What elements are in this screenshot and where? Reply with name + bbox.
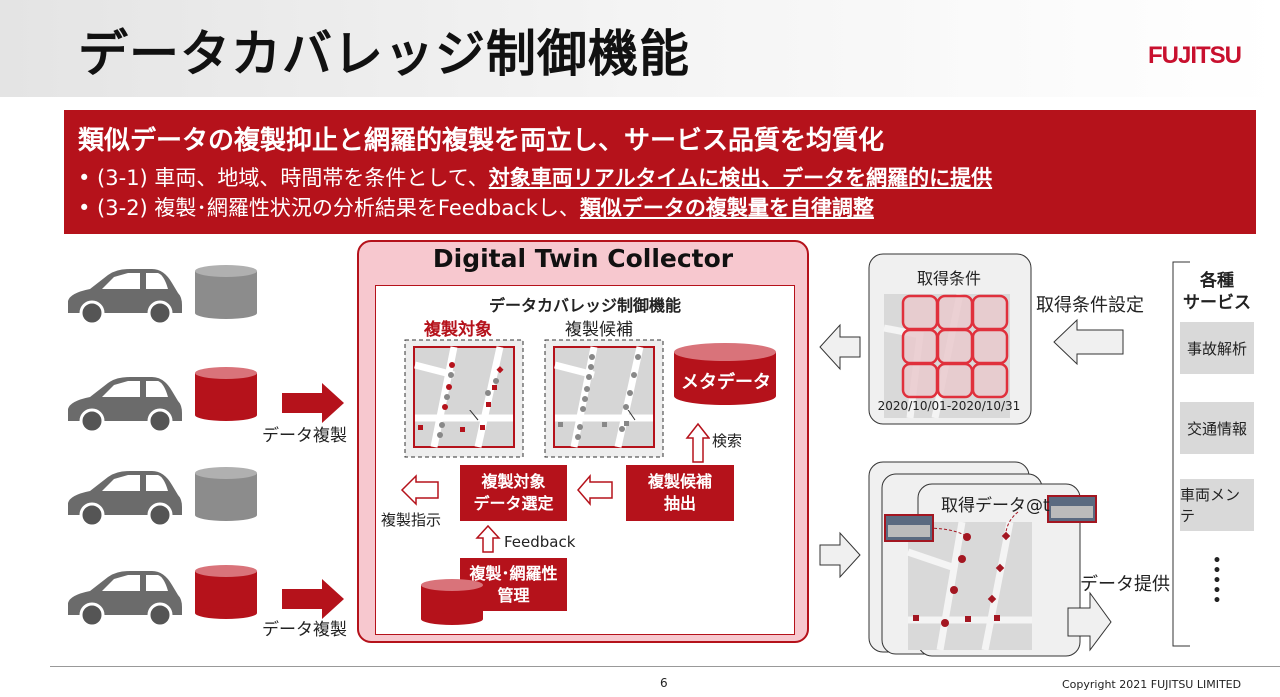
feedback-label: Feedback	[504, 533, 576, 551]
right-diagram	[819, 253, 1190, 657]
dtc-title: Digital Twin Collector	[432, 244, 734, 273]
services-title: 各種	[1200, 271, 1234, 291]
arrow-left-icon	[819, 323, 861, 371]
arrow-left-icon	[1053, 318, 1124, 366]
box-line: 複製･網羅性	[469, 563, 558, 583]
arrow-up-icon	[685, 422, 710, 463]
bullet-text: • (3-2) 複製･網羅性状況の分析結果をFeedbackし、	[78, 196, 580, 220]
services-column: 各種 サービス	[1172, 262, 1262, 314]
footer-divider	[50, 666, 1280, 667]
page-title: データカバレッジ制御機能	[78, 25, 690, 83]
header-band	[0, 0, 1280, 97]
select-target-data-box: 複製対象データ選定	[460, 465, 567, 521]
data-copy-label: データ複製	[262, 426, 347, 446]
conditions-title: 取得条件	[916, 269, 981, 288]
camera-thumbnail-icon	[1047, 495, 1097, 523]
service-vehicle-maintenance: 車両メンテ	[1180, 479, 1254, 531]
box-line: 複製候補	[647, 472, 712, 491]
banner-headline: 類似データの複製抑止と網羅的複製を両立し、サービス品質を均質化	[78, 126, 885, 156]
data-copy-label: データ複製	[262, 620, 347, 640]
target-map	[404, 339, 524, 458]
box-line: 管理	[497, 585, 530, 605]
search-label: 検索	[712, 432, 743, 450]
metadata-label: メタデータ	[681, 372, 771, 393]
arrow-up-icon	[475, 524, 501, 553]
arrow-right-icon	[282, 579, 344, 619]
vehicles-diagram	[66, 265, 344, 628]
target-label: 複製対象	[424, 320, 492, 340]
extract-candidate-box: 複製候補抽出	[626, 465, 734, 521]
more-services-dots: • • • • •	[1212, 553, 1222, 609]
coverage-control-title: データカバレッジ制御機能	[488, 296, 681, 315]
service-traffic-info: 交通情報	[1180, 402, 1254, 454]
map-thumbnails	[404, 339, 664, 458]
arrow-right-icon	[1067, 591, 1112, 652]
bullet-2: • (3-2) 複製･網羅性状況の分析結果をFeedbackし、類似データの複製…	[78, 193, 1242, 223]
copyright: Copyright 2021 FUJITSU LIMITED	[1062, 678, 1242, 691]
arrow-right-icon	[819, 531, 861, 579]
camera-thumbnail-icon	[884, 514, 934, 542]
box-line: 抽出	[663, 494, 696, 513]
storage-icon	[195, 367, 257, 421]
copy-instruction-label: 複製指示	[381, 511, 442, 529]
bullet-text: • (3-1) 車両、地域、時間帯を条件として、	[78, 166, 489, 190]
car-icon	[66, 469, 184, 528]
services-title: サービス	[1183, 293, 1251, 313]
data-provide-label: データ提供	[1080, 574, 1170, 595]
fujitsu-logo: FUJITSU	[1148, 42, 1242, 69]
car-icon	[66, 375, 184, 434]
metadata-db-icon	[674, 343, 776, 405]
bullet-1: • (3-1) 車両、地域、時間帯を条件として、対象車両リアルタイムに検出、デー…	[78, 163, 1242, 193]
bullet-emphasis: 類似データの複製量を自律調整	[579, 196, 874, 220]
storage-icon	[195, 565, 257, 619]
storage-icon	[195, 265, 257, 319]
box-line: 複製対象	[481, 472, 546, 491]
car-icon	[66, 267, 184, 326]
flow-arrows	[400, 410, 710, 553]
conditions-period: 2020/10/01-2020/10/31	[877, 399, 1021, 413]
candidate-label: 複製候補	[565, 320, 633, 340]
car-icon	[66, 569, 184, 628]
arrow-left-icon	[400, 474, 439, 506]
box-line: データ選定	[473, 494, 554, 513]
page-number: 6	[660, 676, 668, 690]
management-db-icon	[421, 579, 483, 625]
candidate-map	[544, 339, 664, 458]
service-accident-analysis: 事故解析	[1180, 322, 1254, 374]
bullet-emphasis: 対象車両リアルタイムに検出、データを網羅的に提供	[488, 166, 993, 190]
storage-icon	[195, 467, 257, 521]
arrow-right-icon	[282, 383, 344, 423]
condition-setting-label: 取得条件設定	[1036, 295, 1144, 316]
summary-banner: 類似データの複製抑止と網羅的複製を両立し、サービス品質を均質化 • (3-1) …	[64, 110, 1256, 234]
acquired-data-title: 取得データ@t	[941, 496, 1050, 516]
arrow-left-icon	[577, 473, 613, 507]
